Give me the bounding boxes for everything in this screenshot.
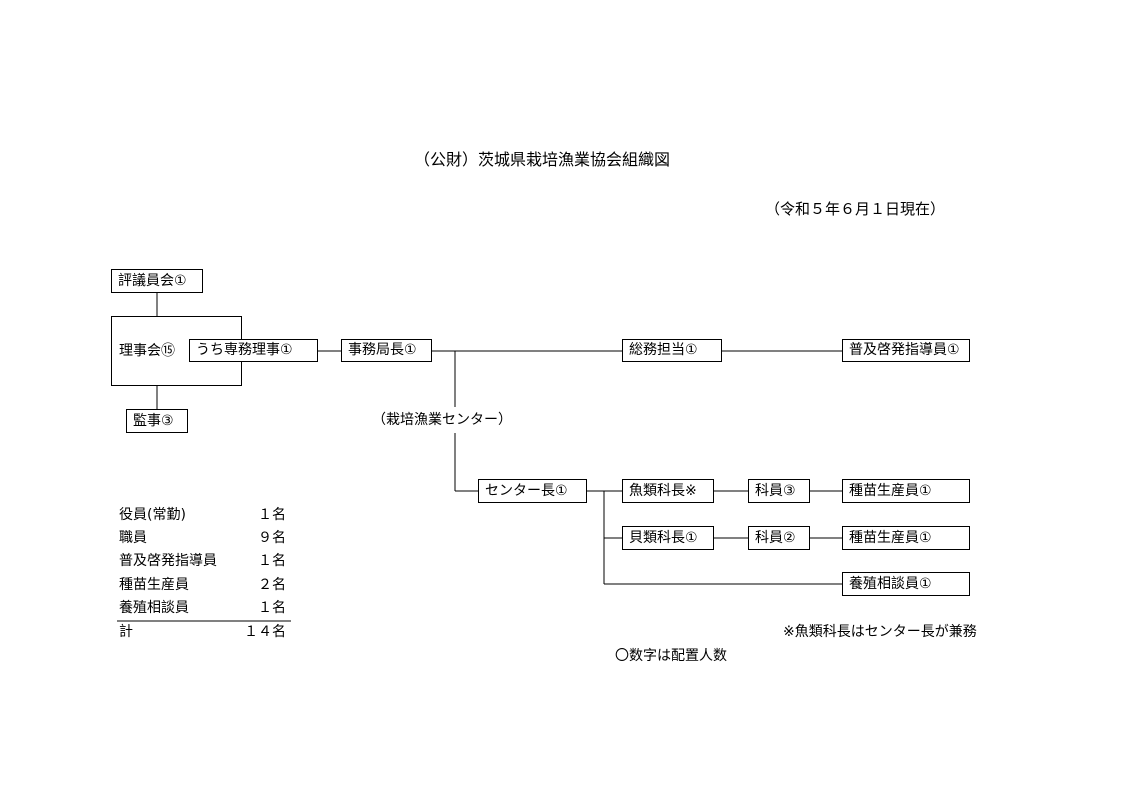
shell-chief-box: 貝類科長①: [622, 526, 714, 550]
shell-seed-box: 種苗生産員①: [842, 526, 970, 550]
summary-value: １名: [258, 600, 286, 616]
summary-label: 職員: [119, 530, 147, 546]
fish-chief-box: 魚類科長※: [622, 479, 714, 503]
summary-value: ９名: [258, 530, 286, 546]
secretary-general-box: 事務局長①: [341, 339, 432, 362]
summary-label: 役員(常勤): [119, 507, 186, 523]
concurrent-note: ※魚類科長はセンター長が兼務: [783, 624, 977, 640]
center-head-box: センター長①: [478, 479, 587, 503]
fish-seed-box: 種苗生産員①: [842, 479, 970, 503]
page-title: （公財）茨城県栽培漁業協会組織図: [414, 150, 671, 169]
summary-label: 種苗生産員: [119, 577, 189, 593]
center-group-label: （栽培漁業センター）: [372, 412, 512, 428]
summary-value: １名: [258, 553, 286, 569]
numbers-note: 〇数字は配置人数: [615, 648, 727, 664]
summary-value: ２名: [258, 577, 286, 593]
summary-total-value: １４名: [244, 624, 286, 640]
as-of-date: （令和５年６月１日現在）: [765, 200, 946, 218]
general-affairs-box: 総務担当①: [622, 339, 722, 362]
board-label: 理事会⑮: [119, 343, 175, 359]
summary-label: 普及啓発指導員: [119, 553, 217, 569]
fish-staff-box: 科員③: [748, 479, 810, 503]
extension-officer-box: 普及啓発指導員①: [842, 339, 970, 362]
council-box: 評議員会①: [111, 269, 203, 293]
shell-staff-box: 科員②: [748, 526, 810, 550]
summary-label: 養殖相談員: [119, 600, 189, 616]
summary-value: １名: [258, 507, 286, 523]
managing-director-box: うち専務理事①: [189, 339, 318, 362]
summary-total-label: 計: [119, 624, 133, 640]
auditor-box: 監事③: [126, 409, 188, 433]
aquaculture-advisor-box: 養殖相談員①: [842, 572, 970, 596]
